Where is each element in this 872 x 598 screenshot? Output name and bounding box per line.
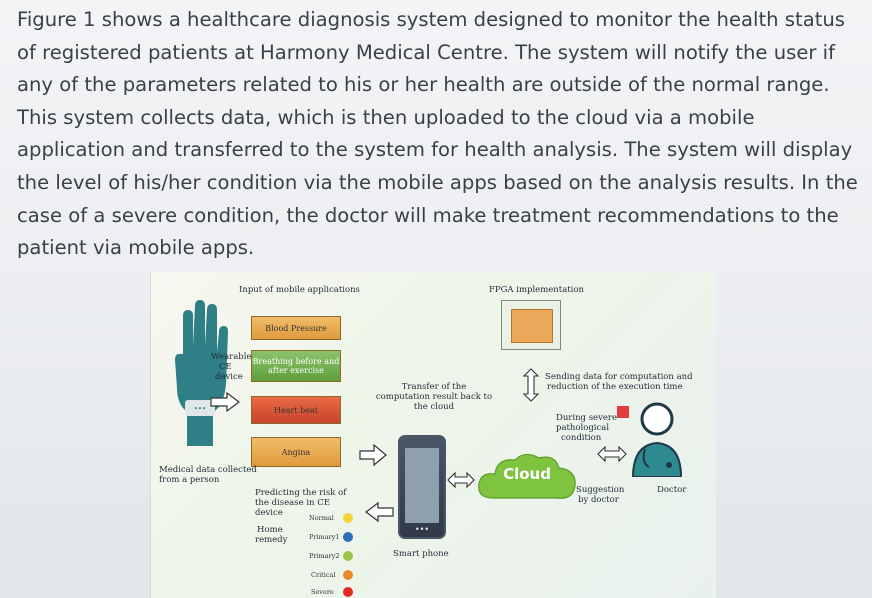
level-normal-label: Normal bbox=[309, 514, 334, 522]
home-remedy-label-1: Home bbox=[257, 525, 283, 535]
level-primary2-dot bbox=[343, 551, 353, 561]
input-title: Input of mobile applications bbox=[239, 285, 360, 295]
cloud-icon bbox=[478, 453, 576, 499]
suggestion-label-2: by doctor bbox=[578, 495, 619, 505]
paragraph-line: case of a severe condition, the doctor w… bbox=[17, 203, 839, 227]
fpga-title: FPGA implementation bbox=[489, 285, 584, 295]
severe-label-1: During severe bbox=[556, 413, 618, 423]
smartphone-icon: ••• bbox=[398, 435, 446, 539]
severe-label-3: condition bbox=[561, 433, 602, 443]
transfer-label-3: the cloud bbox=[413, 402, 455, 412]
severe-label-2: pathological bbox=[556, 423, 610, 433]
level-primary1-dot bbox=[343, 532, 353, 542]
arrow-right-icon bbox=[210, 392, 240, 412]
doctor-label: Doctor bbox=[657, 485, 687, 495]
fpga-chip-icon bbox=[501, 300, 561, 350]
system-diagram: Input of mobile applications FPGA implem… bbox=[150, 272, 716, 598]
medical-data-label-2: from a person bbox=[159, 475, 220, 485]
level-critical-label: Critical bbox=[311, 571, 336, 579]
sending-label-1: Sending data for computation and bbox=[545, 372, 693, 382]
wearable-label-3: device bbox=[215, 372, 243, 382]
medical-cross-icon bbox=[617, 406, 629, 418]
predict-label-2: the disease in CE bbox=[255, 498, 330, 508]
wearable-label-2: CE bbox=[219, 362, 232, 372]
paragraph-line: any of the parameters related to his or … bbox=[17, 73, 830, 97]
double-arrow-icon bbox=[447, 471, 475, 489]
wearable-hand-icon: ••• bbox=[175, 300, 228, 446]
paragraph-line: of registered patients at Harmony Medica… bbox=[17, 40, 836, 64]
cloud-label: Cloud bbox=[503, 465, 551, 483]
predict-label-3: device bbox=[255, 508, 283, 518]
level-primary2-label: Primary2 bbox=[309, 552, 340, 560]
vertical-double-arrow-icon bbox=[522, 368, 540, 402]
transfer-label-2: computation result back to bbox=[375, 392, 493, 402]
paragraph-line: This system collects data, which is then… bbox=[17, 105, 755, 129]
question-paragraph: Figure 1 shows a healthcare diagnosis sy… bbox=[17, 4, 858, 265]
blood-pressure-bar: Blood Pressure bbox=[251, 316, 341, 340]
wearable-label-1: Wearable bbox=[211, 352, 252, 362]
breathing-bar: Breathing before and after exercise bbox=[251, 350, 341, 382]
angina-bar: Angina bbox=[251, 437, 341, 467]
arrow-to-phone-icon bbox=[359, 444, 387, 466]
medical-data-label-1: Medical data collected bbox=[159, 465, 257, 475]
level-severe-label: Severe bbox=[311, 588, 334, 596]
level-normal-dot bbox=[343, 513, 353, 523]
paragraph-line: Figure 1 shows a healthcare diagnosis sy… bbox=[17, 8, 846, 31]
paragraph-line: application and transferred to the syste… bbox=[17, 138, 853, 162]
transfer-label-1: Transfer of the bbox=[401, 382, 467, 392]
arrow-left-icon bbox=[365, 502, 394, 522]
svg-text:•••: ••• bbox=[194, 405, 206, 413]
level-critical-dot bbox=[343, 570, 353, 580]
predict-label-1: Predicting the risk of bbox=[255, 488, 347, 498]
paragraph-line: the level of his/her condition via the m… bbox=[17, 170, 858, 194]
heart-beat-bar: Heart beat bbox=[251, 396, 341, 424]
smartphone-label: Smart phone bbox=[393, 549, 449, 559]
level-severe-dot bbox=[343, 587, 353, 597]
level-primary1-label: Primary1 bbox=[309, 533, 340, 541]
doctor-double-arrow-icon bbox=[597, 445, 627, 463]
suggestion-label-1: Suggestion bbox=[576, 485, 625, 495]
doctor-icon bbox=[631, 402, 683, 477]
paragraph-line: patient via mobile apps. bbox=[17, 236, 255, 260]
sending-label-2: reduction of the execution time bbox=[547, 382, 683, 392]
home-remedy-label-2: remedy bbox=[255, 535, 288, 545]
